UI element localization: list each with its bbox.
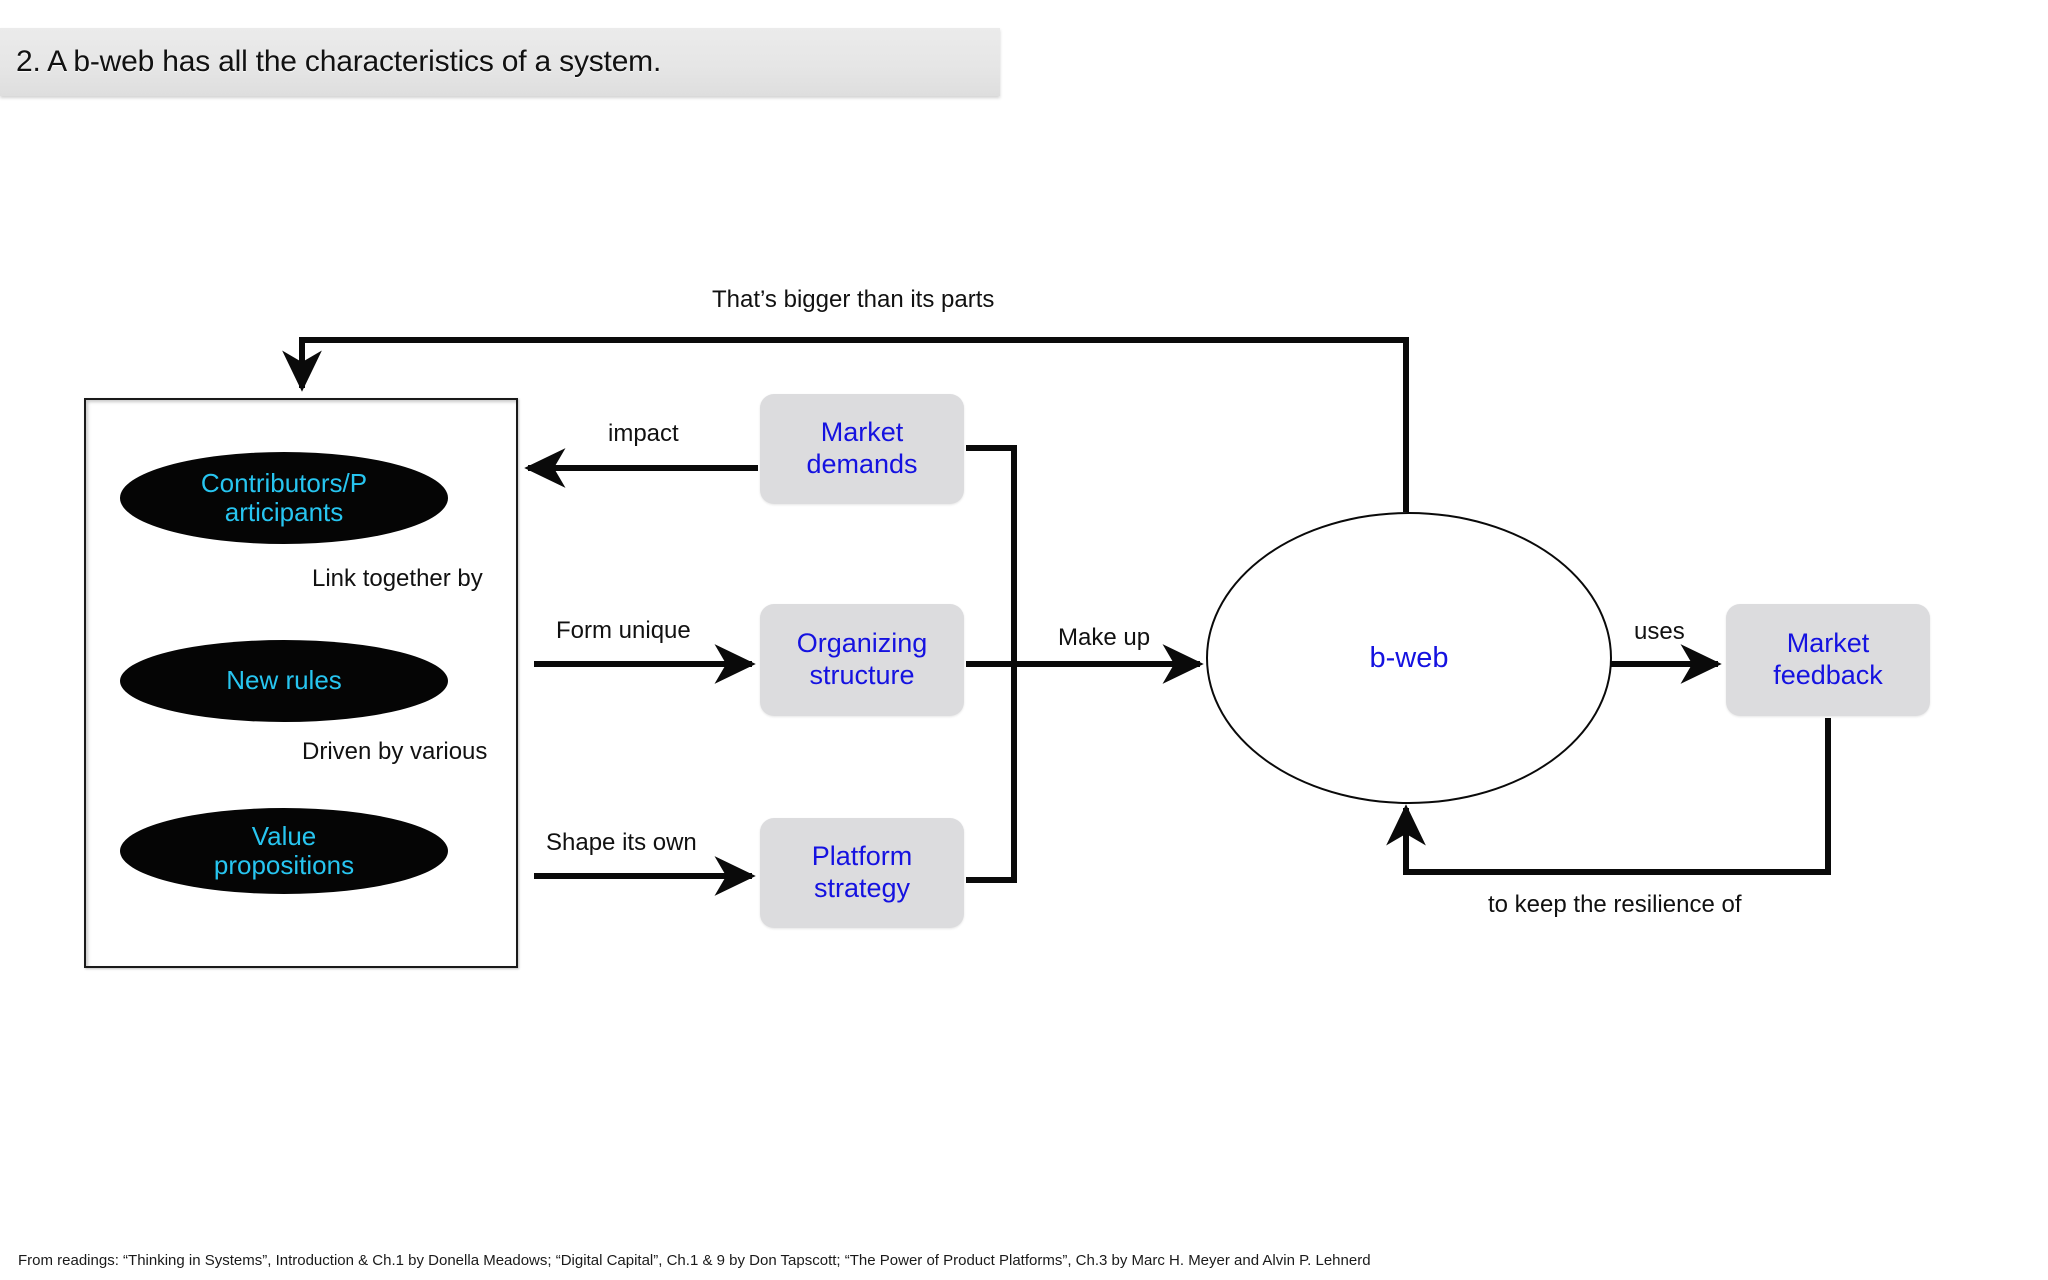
node-new-rules-label: New rules: [226, 665, 342, 696]
edge-label-form-unique: Form unique: [556, 617, 691, 644]
edge-label-shape-its-own: Shape its own: [546, 829, 697, 856]
edge-label-link-together-by: Link together by: [312, 565, 483, 592]
node-contributors-participants[interactable]: Contributors/P articipants: [120, 452, 448, 544]
node-organizing-structure-label: Organizing structure: [796, 628, 928, 690]
slide-title-banner: 2. A b-web has all the characteristics o…: [0, 28, 1000, 96]
node-market-feedback[interactable]: Market feedback: [1726, 604, 1930, 716]
edge-make-up: [966, 445, 1204, 883]
footer-citation: From readings: “Thinking in Systems”, In…: [18, 1252, 1371, 1269]
node-market-feedback-label: Market feedback: [1773, 628, 1883, 690]
node-new-rules[interactable]: New rules: [120, 640, 448, 722]
edge-label-bigger-than-parts: That’s bigger than its parts: [712, 286, 995, 313]
node-platform-strategy[interactable]: Platform strategy: [760, 818, 964, 928]
edge-label-impact: impact: [608, 420, 679, 447]
node-market-demands[interactable]: Market demands: [760, 394, 964, 504]
node-b-web-label: b-web: [1369, 641, 1449, 674]
edge-label-uses: uses: [1634, 618, 1685, 645]
edge-label-keep-resilience: to keep the resilience of: [1488, 891, 1742, 918]
node-organizing-structure[interactable]: Organizing structure: [760, 604, 964, 716]
node-contributors-label: Contributors/P articipants: [200, 467, 368, 527]
node-value-propositions[interactable]: Value propositions: [120, 808, 448, 894]
node-value-propositions-label: Value propositions: [213, 820, 355, 880]
node-b-web[interactable]: b-web: [1206, 512, 1612, 804]
edge-label-make-up: Make up: [1058, 624, 1151, 651]
node-platform-strategy-label: Platform strategy: [811, 841, 913, 903]
page-title: 2. A b-web has all the characteristics o…: [16, 45, 662, 78]
edge-keep-resilience: [1386, 718, 1831, 875]
edge-label-driven-by-various: Driven by various: [302, 738, 488, 765]
edge-bigger-than-parts: [282, 337, 1409, 512]
node-market-demands-label: Market demands: [806, 417, 918, 479]
